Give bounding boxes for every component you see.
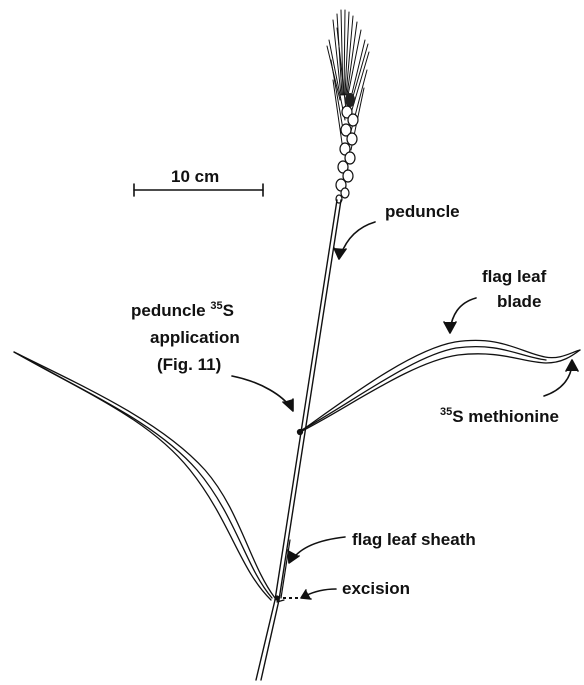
flag-leaf-blade-label-line2: blade [497, 292, 541, 311]
excision-label: excision [342, 579, 410, 598]
methionine-arrowhead [566, 360, 578, 371]
blade-arrowhead [444, 322, 456, 333]
peduncle-arrowhead [334, 248, 346, 259]
lower-leaf [14, 352, 275, 600]
scale-bar-label: 10 cm [171, 167, 219, 186]
methionine-sup: 35 [440, 406, 452, 418]
peduncle-application-label-line1: peduncle 35S [131, 300, 234, 320]
stem [256, 200, 341, 680]
methionine-text: S methionine [452, 407, 559, 426]
peduncle-arrow [340, 222, 375, 257]
excision-mark [283, 597, 298, 599]
sheath-arrowhead [288, 550, 299, 563]
methionine-label: 35S methionine [440, 406, 559, 426]
peduncle-application-label-line3: (Fig. 11) [157, 355, 221, 374]
peduncle-application-post: S [223, 301, 234, 320]
peduncle-application-sup: 35 [210, 300, 222, 312]
flag-leaf-sheath-label: flag leaf sheath [352, 530, 476, 549]
peduncle-application-pre: peduncle [131, 301, 210, 320]
peduncle-application-label-line2: application [150, 328, 240, 347]
sheath-arrow [292, 537, 345, 560]
application-arrow [232, 376, 291, 408]
excision-arrow [305, 589, 336, 596]
peduncle-label: peduncle [385, 202, 460, 221]
flag-leaf-blade-label-line1: flag leaf [482, 267, 547, 286]
